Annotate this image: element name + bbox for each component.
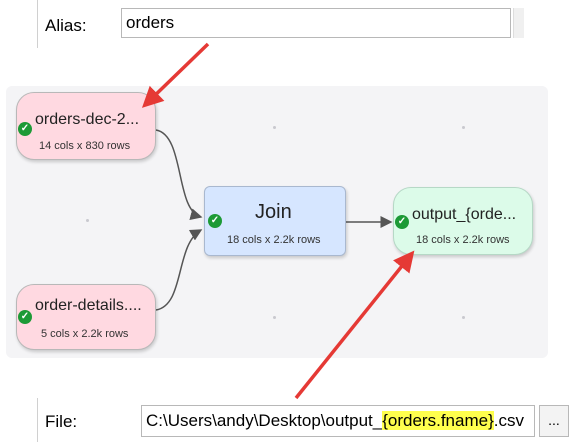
edge-orders-to-join	[155, 129, 203, 221]
grid-dot	[86, 219, 89, 222]
alias-input[interactable]: orders	[121, 8, 511, 38]
check-circle-icon: ✓	[18, 310, 32, 324]
node-output[interactable]: ✓ output_{orde... 18 cols x 2.2k rows	[393, 187, 533, 255]
browse-button[interactable]: ...	[539, 405, 569, 437]
alias-scrollbar[interactable]	[513, 8, 524, 38]
node-order-details[interactable]: ✓ order-details.... 5 cols x 2.2k rows	[16, 284, 156, 350]
file-path-prefix: C:\Users\andy\Desktop\output_	[146, 411, 383, 430]
file-path-variable: {orders.fname}	[382, 411, 494, 430]
node-title: orders-dec-2...	[35, 111, 140, 128]
file-panel	[37, 398, 574, 442]
annotation-arrow-alias	[141, 42, 210, 108]
node-stats: 14 cols x 830 rows	[39, 140, 131, 152]
grid-dot	[273, 126, 276, 129]
node-title: output_{orde...	[412, 206, 517, 223]
file-path-input[interactable]: C:\Users\andy\Desktop\output_{orders.fna…	[141, 405, 535, 437]
grid-dot	[273, 316, 276, 319]
node-stats: 5 cols x 2.2k rows	[41, 328, 129, 340]
file-label: File:	[45, 412, 78, 431]
check-circle-icon: ✓	[208, 214, 222, 228]
node-title: order-details....	[35, 297, 142, 314]
check-circle-icon: ✓	[395, 215, 409, 229]
node-title: Join	[255, 201, 292, 223]
node-stats: 18 cols x 2.2k rows	[227, 234, 321, 246]
annotation-arrow-file	[294, 250, 415, 400]
alias-label: Alias:	[45, 16, 87, 35]
edge-details-to-join	[155, 229, 203, 311]
file-path-suffix: .csv	[493, 411, 524, 430]
check-circle-icon: ✓	[18, 122, 32, 136]
node-orders-dec[interactable]: ✓ orders-dec-2... 14 cols x 830 rows	[16, 92, 156, 160]
node-join[interactable]: ✓ Join 18 cols x 2.2k rows	[204, 186, 346, 256]
grid-dot	[462, 126, 465, 129]
node-stats: 18 cols x 2.2k rows	[416, 234, 510, 246]
grid-dot	[462, 316, 465, 319]
